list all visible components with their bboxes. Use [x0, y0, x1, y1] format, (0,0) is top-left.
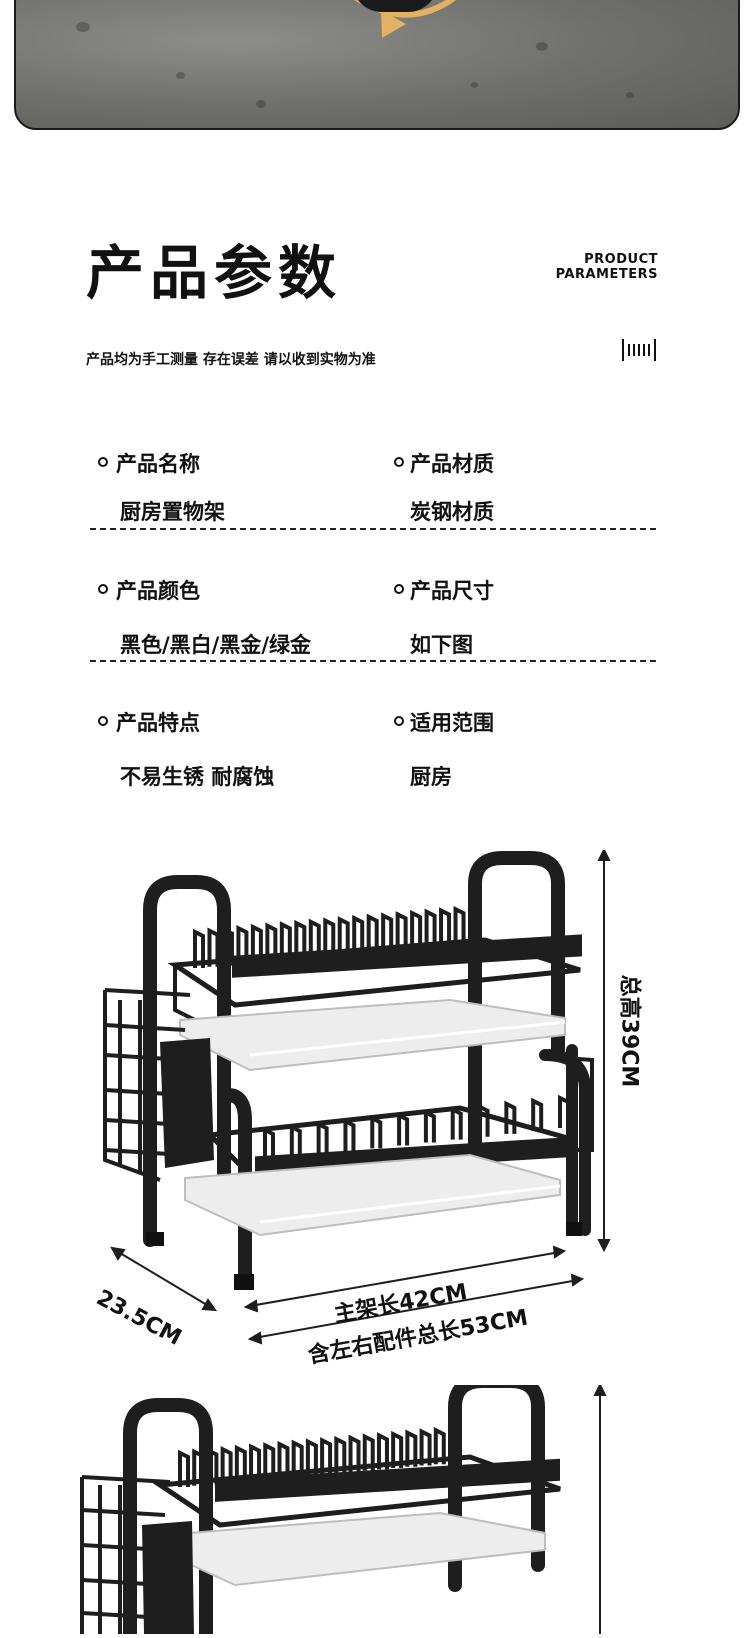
- rack-tine: [366, 913, 379, 953]
- spec-product-name: 产品名称 厨房置物架: [90, 448, 225, 526]
- rack-tine: [250, 923, 263, 963]
- rack-tine: [277, 1440, 290, 1479]
- rack-tine: [352, 914, 365, 955]
- bullet-icon: [394, 716, 404, 726]
- spec-label: 产品尺寸: [410, 579, 494, 603]
- rack-tine: [405, 1429, 418, 1467]
- measurement-note: 产品均为手工测量 存在误差 请以收到实物为准: [86, 352, 376, 368]
- rack-tine: [234, 1444, 247, 1482]
- rack-tine: [316, 1120, 329, 1155]
- rack-tine: [279, 921, 292, 961]
- bullet-icon: [98, 457, 108, 467]
- rack-tine: [308, 918, 321, 958]
- rack-tine: [263, 1126, 275, 1160]
- spec-color: 产品颜色 黑色/黑白/黑金/绿金: [90, 575, 311, 659]
- rack-tine: [320, 1437, 333, 1475]
- second-product-image: [0, 1374, 750, 1638]
- spec-value: 如下图: [410, 633, 473, 657]
- bullet-icon: [98, 584, 108, 594]
- dish-rack-illustration: [103, 847, 611, 1345]
- spec-material: 产品材质 炭钢材质: [390, 448, 494, 526]
- rack-tine: [289, 1123, 302, 1158]
- rack-tine: [343, 1118, 356, 1152]
- bullet-icon: [394, 457, 404, 467]
- spec-value: 不易生锈 耐腐蚀: [120, 765, 275, 789]
- rack-tine: [391, 1430, 404, 1469]
- rack-tine: [419, 1428, 432, 1466]
- title-en-line1: PRODUCT: [584, 252, 658, 267]
- rack-tine: [249, 1443, 262, 1481]
- rack-tine: [337, 916, 350, 956]
- spec-label: 产品材质: [410, 452, 494, 476]
- rack-tine: [450, 1106, 463, 1140]
- rack-tine: [236, 924, 249, 965]
- rack-tine: [376, 1432, 389, 1470]
- spec-label: 产品颜色: [116, 579, 200, 603]
- rack-foot: [352, 0, 438, 12]
- spec-value: 炭钢材质: [410, 500, 494, 524]
- rack-tine: [424, 908, 437, 948]
- rack-tine: [381, 912, 394, 952]
- rack-tine: [410, 909, 423, 950]
- rack-tine: [192, 1448, 205, 1486]
- rack-tine: [531, 1097, 544, 1131]
- title-en-line2: PARAMETERS: [555, 267, 658, 282]
- spec-label: 适用范围: [410, 711, 494, 735]
- rack-tine: [370, 1115, 383, 1149]
- spec-label: 产品名称: [116, 452, 200, 476]
- rack-tine: [221, 926, 234, 966]
- page-title: 产品参数: [86, 239, 343, 307]
- spec-value: 黑色/黑白/黑金/绿金: [120, 633, 312, 657]
- divider: [90, 660, 656, 662]
- barcode-icon: [622, 339, 656, 361]
- rack-tine: [207, 927, 220, 967]
- rack-tine: [220, 1445, 233, 1484]
- rack-tine: [178, 1449, 190, 1487]
- spec-value: 厨房: [410, 765, 452, 789]
- rack-tine: [263, 1442, 276, 1480]
- bullet-icon: [98, 716, 108, 726]
- bullet-icon: [394, 584, 404, 594]
- rack-tine: [395, 911, 408, 951]
- rack-tine: [362, 1433, 375, 1471]
- rotate-arrow-icon: [354, 0, 456, 38]
- rack-tine: [433, 1427, 446, 1465]
- divider: [90, 528, 656, 530]
- product-dimension-diagram: 总高39CM 23.5CM 主架长42CM 含左右配件总长53CM: [0, 847, 750, 1410]
- spec-feature: 产品特点 不易生锈 耐腐蚀: [90, 707, 274, 791]
- rack-tine: [453, 906, 466, 946]
- rack-tine: [504, 1100, 517, 1134]
- rack-tine: [265, 922, 278, 962]
- spec-scope: 适用范围 厨房: [390, 707, 494, 791]
- spec-label: 产品特点: [116, 711, 200, 735]
- rack-tine: [291, 1439, 304, 1477]
- rack-tine: [305, 1438, 318, 1476]
- rack-tine: [397, 1112, 410, 1146]
- rack-tine: [439, 907, 452, 947]
- spec-value: 厨房置物架: [120, 500, 225, 524]
- rack-tine: [348, 1434, 361, 1472]
- rack-tine: [468, 904, 480, 944]
- rack-tine: [193, 928, 205, 968]
- dish-rack-second-illustration: [80, 1374, 607, 1638]
- rack-tine: [334, 1435, 347, 1474]
- top-product-photo: [14, 0, 740, 130]
- rack-tine: [323, 917, 336, 957]
- rack-tine: [448, 1425, 460, 1463]
- spec-size: 产品尺寸 如下图: [390, 575, 494, 659]
- page-title-english: PRODUCT PARAMETERS: [556, 252, 658, 282]
- rack-tine: [477, 1103, 490, 1137]
- rack-tine: [558, 1094, 570, 1128]
- rack-tine: [294, 919, 307, 960]
- rack-tine: [423, 1109, 436, 1143]
- dimension-height-label: 总高39CM: [616, 974, 642, 1088]
- rack-tine: [206, 1447, 219, 1485]
